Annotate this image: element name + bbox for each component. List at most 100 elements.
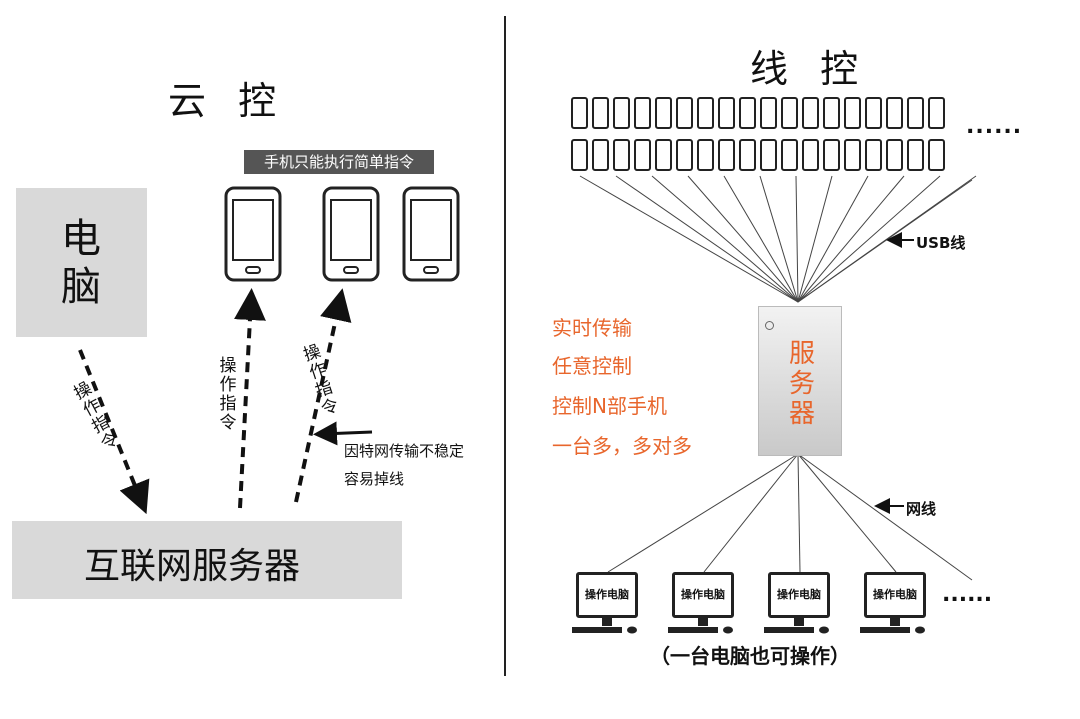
operator-pc-2: 操作电脑 xyxy=(672,572,734,618)
monitor-stand xyxy=(602,618,612,626)
feature-4: 一台多，多对多 xyxy=(552,434,692,458)
feature-2: 任意控制 xyxy=(552,354,632,378)
phone-note-bar: 手机只能执行简单指令 xyxy=(244,150,434,174)
phone-icon xyxy=(739,139,756,171)
command-arrow-up-2 xyxy=(294,288,352,503)
phone-icon xyxy=(613,139,630,171)
network-cable xyxy=(703,453,799,573)
usb-cable xyxy=(651,175,799,303)
phone-icon xyxy=(718,97,735,129)
phone-home-button xyxy=(423,266,439,274)
usb-cable xyxy=(797,175,905,303)
phone-icon xyxy=(865,139,882,171)
computer-box: 电 脑 xyxy=(16,188,147,337)
keyboard-icon xyxy=(668,627,718,633)
computer-label-2: 脑 xyxy=(61,264,101,310)
phone-icon xyxy=(823,139,840,171)
phone-icon xyxy=(718,139,735,171)
mouse-icon xyxy=(723,626,733,634)
internet-server-label: 互联网服务器 xyxy=(84,546,301,587)
network-cable xyxy=(607,453,799,573)
usb-cable xyxy=(723,175,799,303)
phone-icon xyxy=(886,97,903,129)
usb-cable xyxy=(797,175,941,303)
power-icon xyxy=(765,321,774,330)
feature-1: 实时传输 xyxy=(552,316,632,340)
usb-cable xyxy=(795,175,799,303)
computer-label-1: 电 xyxy=(61,216,101,262)
usb-cable xyxy=(759,175,799,303)
single-pc-caption: （一台电脑也可操作） xyxy=(650,644,850,668)
phone-icon xyxy=(634,139,651,171)
command-arrow-down xyxy=(78,349,150,515)
phone-icon xyxy=(886,139,903,171)
phone-icon xyxy=(634,97,651,129)
phone-icon xyxy=(697,139,714,171)
mouse-icon xyxy=(819,626,829,634)
server-label: 服 务 器 xyxy=(788,339,815,429)
phone-icon xyxy=(928,97,945,129)
phone-home-button xyxy=(343,266,359,274)
usb-cable xyxy=(797,179,973,303)
feature-3: 控制N部手机 xyxy=(552,394,667,418)
phone-icon xyxy=(802,139,819,171)
phone-icon xyxy=(739,97,756,129)
internet-server-box: 互联网服务器 xyxy=(12,521,402,599)
phone-icon xyxy=(781,139,798,171)
phone-icon xyxy=(571,139,588,171)
phones-more-dots: ...... xyxy=(966,114,1023,139)
phone-icon xyxy=(571,97,588,129)
server-tower: 服 务 器 xyxy=(758,306,842,456)
monitor-stand xyxy=(794,618,804,626)
command-arrow-up-1 xyxy=(233,288,266,509)
phone-icon xyxy=(697,97,714,129)
phone-icon xyxy=(655,97,672,129)
unstable-pointer-arrow xyxy=(313,421,373,446)
phone-icon xyxy=(655,139,672,171)
phone-icon xyxy=(676,139,693,171)
network-cable xyxy=(797,453,801,573)
phone-icon xyxy=(613,97,630,129)
monitor-stand xyxy=(890,618,900,626)
phone-icon xyxy=(781,97,798,129)
mouse-icon xyxy=(915,626,925,634)
cloud-control-title: 云 控 xyxy=(168,79,287,123)
phone-icon xyxy=(760,139,777,171)
phone-screen xyxy=(330,199,372,261)
phone-home-button xyxy=(245,266,261,274)
phone-icon xyxy=(823,97,840,129)
network-cable xyxy=(797,453,897,573)
phone-icon xyxy=(802,97,819,129)
network-cable xyxy=(797,453,973,581)
usb-cable xyxy=(615,175,799,303)
pcs-more-dots: ...... xyxy=(942,582,993,607)
unstable-note-line1: 因特网传输不稳定 xyxy=(344,442,465,460)
usb-cable xyxy=(797,175,869,303)
phone-screen xyxy=(410,199,452,261)
phone-icon xyxy=(907,139,924,171)
operator-pc-4: 操作电脑 xyxy=(864,572,926,618)
keyboard-icon xyxy=(764,627,814,633)
phone-screen xyxy=(232,199,274,261)
phone-icon xyxy=(592,139,609,171)
usb-cable xyxy=(687,175,799,303)
monitor-stand xyxy=(698,618,708,626)
usb-cable xyxy=(579,175,799,303)
phone-icon xyxy=(592,97,609,129)
phone-icon xyxy=(844,97,861,129)
mouse-icon xyxy=(627,626,637,634)
phone-icon xyxy=(844,139,861,171)
unstable-note-line2: 容易掉线 xyxy=(344,470,405,488)
phone-icon xyxy=(928,139,945,171)
phone-icon xyxy=(676,97,693,129)
phone-icon xyxy=(907,97,924,129)
operator-pc-1: 操作电脑 xyxy=(576,572,638,618)
arrow-label-2: 操 作 指 令 xyxy=(219,356,237,433)
usb-cable xyxy=(797,175,833,303)
wired-control-title: 线 控 xyxy=(750,47,869,91)
network-cable-label: 网线 xyxy=(906,500,937,518)
phone-icon xyxy=(865,97,882,129)
usb-cable-label: USB线 xyxy=(916,234,966,252)
operator-pc-3: 操作电脑 xyxy=(768,572,830,618)
